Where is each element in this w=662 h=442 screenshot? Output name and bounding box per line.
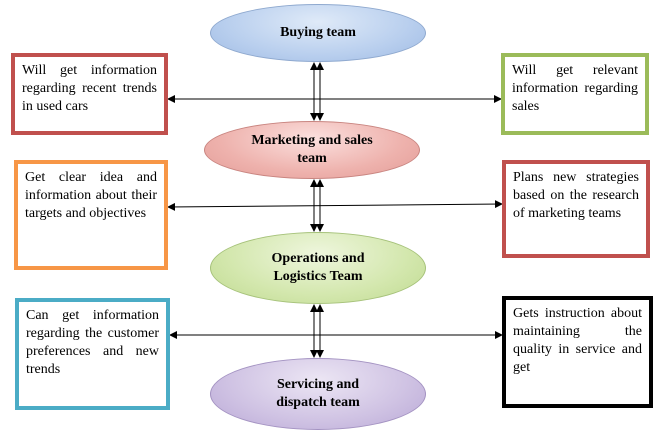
marketing-sales-team-label: Marketing and sales team	[251, 133, 373, 166]
note-text-left-3: Can get information regarding the custom…	[26, 308, 159, 377]
note-box-left-3: Can get information regarding the custom…	[15, 298, 170, 410]
arrow-row-2	[167, 200, 503, 211]
note-box-right-3: Gets instruction about maintaining the q…	[502, 296, 653, 408]
note-text-right-3: Gets instruction about maintaining the q…	[513, 306, 642, 375]
buying-team-label: Buying team	[280, 25, 356, 40]
marketing-sales-team-node: Marketing and sales team	[204, 121, 420, 179]
note-box-right-2: Plans new strategies based on the resear…	[502, 160, 650, 258]
servicing-dispatch-team-label: Servicing and dispatch team	[276, 377, 360, 410]
note-text-right-2: Plans new strategies based on the resear…	[513, 170, 639, 221]
note-text-right-1: Will get relevant information regarding …	[512, 63, 638, 114]
note-text-left-1: Will get information regarding recent tr…	[22, 63, 157, 114]
buying-team-node: Buying team	[210, 4, 426, 62]
note-box-right-1: Will get relevant information regarding …	[501, 53, 649, 135]
note-box-left-1: Will get information regarding recent tr…	[11, 53, 168, 135]
note-text-left-2: Get clear idea and information about the…	[25, 170, 157, 221]
servicing-dispatch-team-node: Servicing and dispatch team	[210, 358, 426, 430]
operations-logistics-team-node: Operations and Logistics Team	[210, 232, 426, 304]
note-box-left-2: Get clear idea and information about the…	[14, 160, 168, 270]
operations-logistics-team-label: Operations and Logistics Team	[271, 251, 365, 284]
